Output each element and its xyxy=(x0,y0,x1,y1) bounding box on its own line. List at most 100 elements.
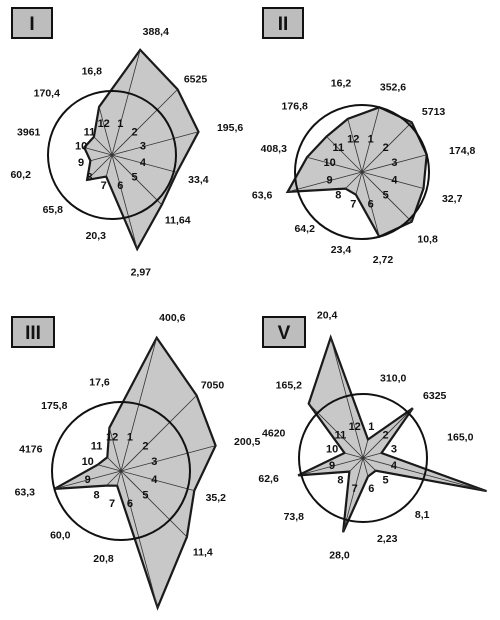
spoke-8 xyxy=(345,171,363,189)
spoke-3 xyxy=(361,154,427,173)
value-label-5: 11,64 xyxy=(165,214,191,226)
axis-number-11: 11 xyxy=(84,126,96,138)
axis-number-11: 11 xyxy=(335,429,347,441)
reference-circle xyxy=(294,104,430,240)
axis-number-11: 11 xyxy=(332,142,344,154)
value-label-9: 60,2 xyxy=(10,169,31,181)
spoke-8 xyxy=(106,470,122,486)
value-label-10: 4620 xyxy=(262,428,286,440)
axis-number-10: 10 xyxy=(326,444,338,456)
panel-badge xyxy=(11,7,53,39)
spoke-9 xyxy=(54,470,122,490)
value-label-2: 6325 xyxy=(423,390,447,402)
axis-number-5: 5 xyxy=(132,172,138,184)
value-label-11: 170,4 xyxy=(34,88,60,100)
spoke-2 xyxy=(361,122,412,173)
axis-number-7: 7 xyxy=(352,483,358,495)
spoke-5 xyxy=(361,171,412,222)
spoke-7 xyxy=(116,470,122,486)
spoke-3 xyxy=(120,445,216,472)
spoke-6 xyxy=(111,154,138,250)
spoke-6 xyxy=(120,470,158,608)
value-label-12: 16,8 xyxy=(82,65,103,77)
reference-circle xyxy=(298,393,428,523)
value-label-1: 388,4 xyxy=(143,26,169,38)
axis-number-2: 2 xyxy=(142,441,148,453)
value-label-12: 16,2 xyxy=(331,78,352,90)
value-label-10: 4176 xyxy=(19,443,43,455)
spoke-12 xyxy=(98,106,113,156)
value-label-11: 165,2 xyxy=(276,380,302,392)
radar-panel-ii: II123456789101112352,65713174,832,710,82… xyxy=(252,7,475,266)
value-label-6: 2,72 xyxy=(373,254,394,266)
spoke-10 xyxy=(97,464,122,472)
axis-number-8: 8 xyxy=(337,475,343,487)
axis-number-4: 4 xyxy=(151,474,158,486)
spoke-9 xyxy=(287,171,363,193)
axis-number-1: 1 xyxy=(117,118,123,130)
axis-number-6: 6 xyxy=(127,498,133,510)
panel-badge xyxy=(11,316,55,348)
spoke-1 xyxy=(362,439,369,459)
value-label-2: 7050 xyxy=(201,379,225,391)
spoke-7 xyxy=(355,171,363,195)
spoke-4 xyxy=(120,470,195,491)
axis-number-2: 2 xyxy=(132,126,138,138)
data-polygon xyxy=(53,335,217,611)
value-label-8: 73,8 xyxy=(284,511,305,523)
radar-panel-iii: III123456789101112400,67050200,535,211,4… xyxy=(11,312,260,611)
axis-number-12: 12 xyxy=(98,118,110,130)
value-label-6: 2,23 xyxy=(377,533,398,545)
axis-number-8: 8 xyxy=(86,172,92,184)
value-label-11: 175,8 xyxy=(41,400,67,412)
value-label-3: 195,6 xyxy=(217,122,243,134)
panel-label: I xyxy=(29,14,34,35)
radar-panel-i: I123456789101112388,46525195,633,411,642… xyxy=(10,7,243,278)
spoke-5 xyxy=(362,457,376,471)
value-label-11: 176,8 xyxy=(282,100,308,112)
value-label-8: 65,8 xyxy=(43,204,64,216)
reference-circle xyxy=(47,90,177,220)
value-label-7: 28,0 xyxy=(329,549,350,561)
spoke-1 xyxy=(361,107,380,173)
spoke-2 xyxy=(362,407,414,459)
spoke-11 xyxy=(107,457,122,472)
value-label-12: 17,6 xyxy=(89,377,110,389)
value-label-3: 165,0 xyxy=(447,432,473,444)
value-label-4: 32,7 xyxy=(442,193,463,205)
panel-label: II xyxy=(278,14,289,35)
value-label-7: 23,4 xyxy=(331,244,352,256)
axis-number-11: 11 xyxy=(91,441,103,453)
spoke-1 xyxy=(111,49,141,156)
panel-label: V xyxy=(278,323,291,344)
axis-number-8: 8 xyxy=(94,489,100,501)
axis-number-2: 2 xyxy=(383,429,389,441)
axis-number-6: 6 xyxy=(368,198,374,210)
spoke-2 xyxy=(111,89,178,156)
axis-number-10: 10 xyxy=(323,157,335,169)
value-label-9: 63,6 xyxy=(252,189,273,201)
axis-number-7: 7 xyxy=(350,198,356,210)
value-label-8: 60,0 xyxy=(50,529,71,541)
panel-label: III xyxy=(25,323,41,344)
axis-number-9: 9 xyxy=(85,474,91,486)
value-label-2: 6525 xyxy=(184,73,208,85)
value-label-4: 33,4 xyxy=(188,174,209,186)
spoke-7 xyxy=(105,154,113,177)
value-label-8: 64,2 xyxy=(294,223,315,235)
value-label-9: 63,3 xyxy=(15,486,36,498)
axis-number-10: 10 xyxy=(82,456,94,468)
spoke-6 xyxy=(361,171,380,237)
panel-badge xyxy=(262,316,306,348)
spoke-12 xyxy=(330,337,364,459)
axis-number-5: 5 xyxy=(383,475,389,487)
value-label-4: 35,2 xyxy=(206,492,227,504)
spoke-5 xyxy=(111,154,163,206)
spoke-9 xyxy=(90,154,113,162)
spoke-8 xyxy=(349,457,364,472)
axis-number-9: 9 xyxy=(78,157,84,169)
spoke-10 xyxy=(344,452,364,459)
spoke-9 xyxy=(297,457,364,476)
axis-number-1: 1 xyxy=(368,134,374,146)
axis-number-3: 3 xyxy=(391,444,397,456)
